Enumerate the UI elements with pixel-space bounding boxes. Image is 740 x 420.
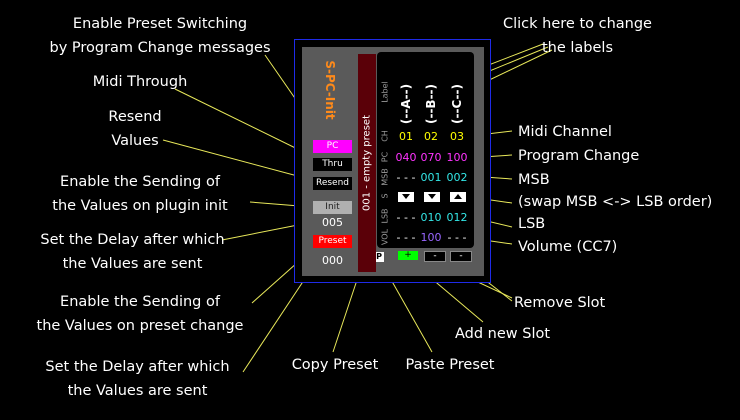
msb-value-b[interactable]: 001 <box>420 171 442 184</box>
channel-value-b[interactable]: 02 <box>424 130 438 143</box>
row-label-vol: VOL <box>380 228 390 246</box>
remove-slot-button-c[interactable]: - <box>450 251 472 262</box>
swap-msb-lsb-button-a[interactable] <box>398 192 414 202</box>
chevron-down-icon <box>428 194 436 199</box>
annotation-delay-preset: Set the Delay after which the Values are… <box>45 359 230 399</box>
msb-value-c[interactable]: 002 <box>446 171 468 184</box>
thru-toggle-button[interactable]: Thru <box>313 158 352 171</box>
annotation-add-new-slot: Add new Slot <box>455 326 551 342</box>
annotation-enable-preset-switching: Enable Preset Switching by Program Chang… <box>49 16 271 56</box>
slot-b-label[interactable]: (--B--) <box>424 83 438 125</box>
preset-toggle-button[interactable]: Preset <box>313 235 352 248</box>
init-toggle-button[interactable]: Init <box>313 201 352 214</box>
swap-msb-lsb-button-b[interactable] <box>424 192 440 202</box>
remove-slot-button-b[interactable]: - <box>424 251 446 262</box>
chevron-up-icon <box>454 194 462 199</box>
preset-name-bar[interactable]: 001 - empty preset <box>358 54 376 272</box>
pc-value-a[interactable]: 040 <box>395 151 417 164</box>
annotation-midi-through: Midi Through <box>92 74 188 90</box>
annotation-program-change: Program Change <box>518 148 640 164</box>
slot-c-label[interactable]: (--C--) <box>450 84 464 124</box>
annotation-delay-init: Set the Delay after which the Values are… <box>40 232 225 272</box>
annotation-paste-preset: Paste Preset <box>405 357 495 373</box>
lsb-value-c[interactable]: 012 <box>446 211 468 224</box>
row-label-pc: PC <box>380 151 390 163</box>
annotation-volume: Volume (CC7) <box>518 239 618 255</box>
lsb-value-b[interactable]: 010 <box>420 211 442 224</box>
annotation-remove-slot: Remove Slot <box>514 295 606 311</box>
swap-msb-lsb-button-c[interactable] <box>450 192 466 202</box>
preset-delay-value[interactable]: 000 <box>322 254 343 267</box>
lsb-value-a[interactable]: - - - <box>396 211 416 224</box>
init-delay-value[interactable]: 005 <box>322 216 343 229</box>
annotation-copy-preset: Copy Preset <box>291 357 379 373</box>
slot-grid <box>377 52 474 248</box>
slot-a-label[interactable]: (--A--) <box>399 83 413 125</box>
annotation-swap-order: (swap MSB <-> LSB order) <box>518 194 713 210</box>
msb-value-a[interactable]: - - - <box>396 171 416 184</box>
row-label-s: S <box>380 193 390 199</box>
annotation-change-labels: Click here to change the labels <box>503 16 652 56</box>
volume-value-c[interactable]: - - - <box>447 231 467 244</box>
paste-preset-button[interactable]: P <box>374 252 384 262</box>
volume-value-a[interactable]: - - - <box>396 231 416 244</box>
row-label-msb: MSB <box>380 168 390 186</box>
pc-toggle-button[interactable]: PC <box>313 140 352 153</box>
pc-value-b[interactable]: 070 <box>420 151 442 164</box>
annotation-midi-channel: Midi Channel <box>518 124 612 140</box>
volume-value-b[interactable]: 100 <box>420 231 442 244</box>
channel-value-a[interactable]: 01 <box>399 130 413 143</box>
annotation-msb: MSB <box>518 172 550 188</box>
annotation-enable-send-preset: Enable the Sending of the Values on pres… <box>36 294 244 334</box>
channel-value-c[interactable]: 03 <box>450 130 464 143</box>
resend-button[interactable]: Resend <box>313 177 352 190</box>
annotation-enable-send-init: Enable the Sending of the Values on plug… <box>52 174 228 214</box>
row-label-ch: CH <box>380 130 390 142</box>
add-slot-button[interactable]: + <box>398 251 418 260</box>
annotation-resend-values: Resend Values <box>108 109 162 149</box>
row-label-lsb: LSB <box>380 208 390 224</box>
pc-value-c[interactable]: 100 <box>446 151 468 164</box>
row-label-label: Label <box>380 81 390 103</box>
chevron-down-icon <box>402 194 410 199</box>
plugin-title: S-PC-Init <box>323 60 337 120</box>
annotation-lsb: LSB <box>518 216 546 232</box>
